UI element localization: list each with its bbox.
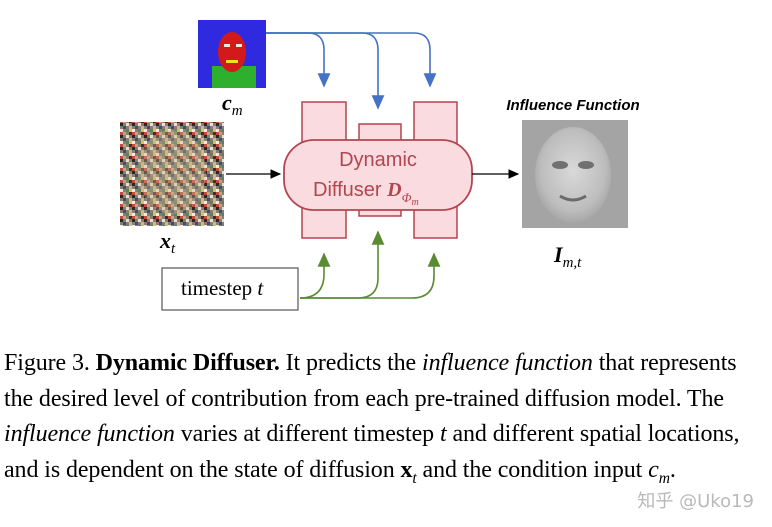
cm-label: c: [222, 90, 232, 115]
noisy-image: [120, 122, 224, 226]
svg-text:Diffuser DΦm: Diffuser DΦm: [313, 179, 419, 208]
caption-emphasis: influence function: [422, 350, 593, 376]
output-label: I: [553, 242, 564, 267]
xt-label-sub: t: [171, 241, 176, 257]
block-label-line2: Diffuser: [313, 179, 387, 201]
svg-text:timestep t: timestep t: [181, 276, 264, 300]
influence-function-title: Influence Function: [506, 97, 639, 114]
cm-label-sub: m: [232, 103, 243, 119]
svg-text:cm: cm: [222, 90, 243, 119]
timestep-box: [161, 267, 299, 311]
block-symbol-subsub: m: [411, 197, 418, 208]
timestep-arrows: [299, 230, 441, 299]
watermark: 知乎 @Uko19: [637, 491, 754, 512]
dynamic-diffuser-diagram: Dynamic Diffuser DΦm timestep t cm xt In…: [120, 20, 640, 311]
block-symbol-sub: Φ: [402, 190, 412, 205]
timestep-label: timestep: [181, 276, 257, 300]
block-symbol: D: [386, 179, 401, 201]
xt-label: x: [159, 228, 171, 253]
figure-caption: Figure 3. Dynamic Diffuser. It predicts …: [4, 350, 740, 487]
caption-math-c-sub: m: [658, 469, 670, 487]
caption-math-x: x: [400, 456, 413, 483]
dynamic-diffuser-block: [283, 139, 473, 211]
caption-title: Dynamic Diffuser.: [95, 350, 280, 376]
caption-math-c: c: [648, 456, 659, 483]
caption-emphasis: influence function: [4, 421, 175, 447]
caption-math-x-sub: t: [412, 469, 417, 487]
condition-arrows: [266, 32, 437, 110]
output-label-sub: m,t: [563, 255, 583, 271]
segmentation-map-image: [198, 20, 266, 88]
influence-map-image: [522, 120, 628, 228]
svg-text:Im,t: Im,t: [553, 242, 582, 271]
caption-fig-no: Figure 3.: [4, 350, 96, 376]
caption-math-t: t: [439, 421, 447, 447]
svg-text:xt: xt: [159, 228, 176, 257]
timestep-var: t: [257, 276, 264, 300]
block-label-line1: Dynamic: [339, 149, 417, 171]
